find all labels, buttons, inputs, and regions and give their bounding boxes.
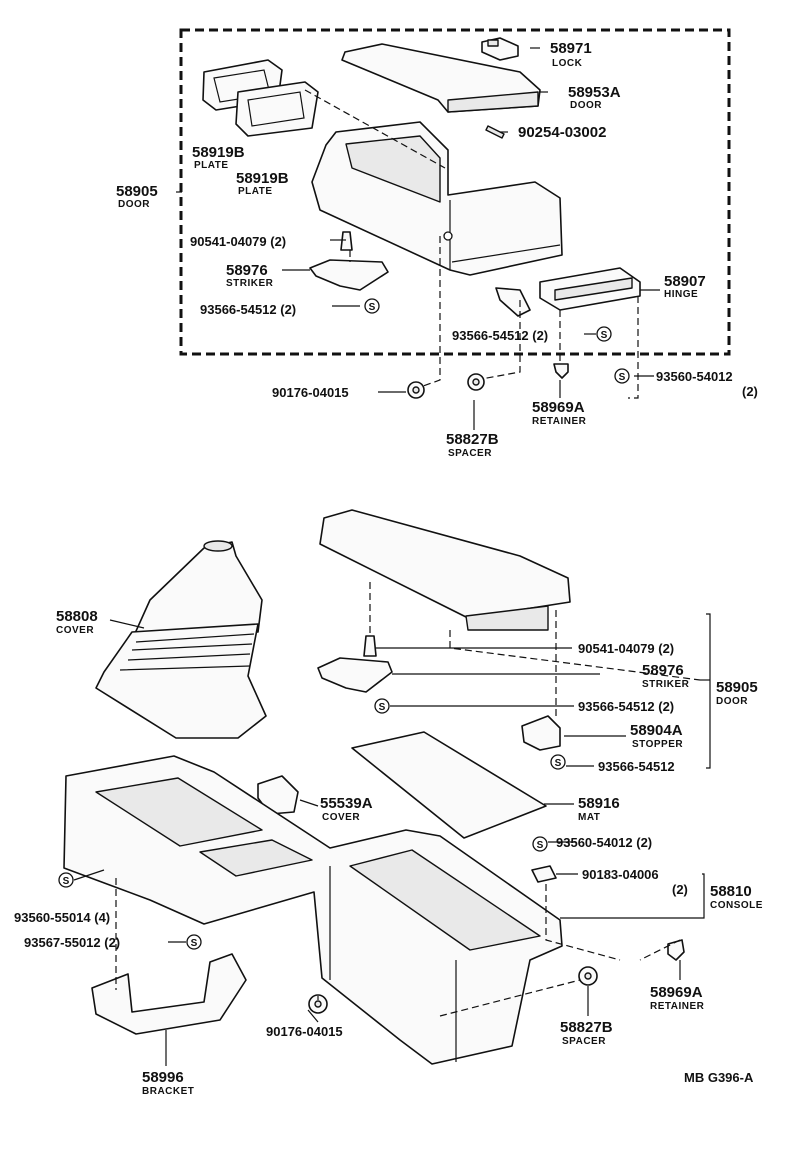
svg-text:S: S xyxy=(601,330,608,341)
callout-door-assy-bottom-name: DOOR xyxy=(716,696,748,707)
s-symbol-2: S xyxy=(596,326,612,342)
hinge-part xyxy=(495,267,641,317)
mat-part xyxy=(351,731,547,839)
armrest-lid xyxy=(319,509,571,631)
callout-lock-name: LOCK xyxy=(552,58,583,69)
callout-screw-stopper-number: 93566-54512 xyxy=(598,759,675,774)
callout-screw-striker-bottom-number: 93566-54512 (2) xyxy=(578,699,674,714)
callout-door-assy-top-name: DOOR xyxy=(118,199,150,210)
callout-screw-right-top-number: 93560-54012 xyxy=(656,369,733,384)
retainer-top xyxy=(553,363,569,379)
striker-bottom xyxy=(317,657,393,693)
callout-retainer-bottom-number: 58969A xyxy=(650,984,703,1001)
callout-hinge-name: HINGE xyxy=(664,289,698,300)
s-symbol-3: S xyxy=(614,368,630,384)
svg-text:S: S xyxy=(369,302,376,313)
callout-retainer-top-name: RETAINER xyxy=(532,416,587,427)
callout-bracket-name: BRACKET xyxy=(142,1086,194,1097)
callout-bracket-number: 58996 xyxy=(142,1069,184,1086)
callout-plate-b-number: 58919B xyxy=(236,170,289,187)
callout-nut-bottom-number: 90176-04015 xyxy=(266,1024,343,1039)
nut-top xyxy=(407,381,425,399)
pin-top xyxy=(340,231,353,251)
callout-door-assy-top-number: 58905 xyxy=(116,183,158,200)
s-symbol-7: S xyxy=(58,872,74,888)
callout-plate-b-name: PLATE xyxy=(238,186,273,197)
svg-text:S: S xyxy=(379,702,386,713)
callout-retainer-bottom-name: RETAINER xyxy=(650,1001,705,1012)
shift-boot xyxy=(95,540,267,739)
console-box-top xyxy=(311,121,563,276)
callout-mat-name: MAT xyxy=(578,812,600,823)
callout-clip-number: 90183-04006 xyxy=(582,867,659,882)
spacer-bottom xyxy=(578,966,598,986)
s-symbol-1: S xyxy=(364,298,380,314)
callout-spacer-bottom-name: SPACER xyxy=(562,1036,606,1047)
s-symbol-5: S xyxy=(550,754,566,770)
callout-console-name: CONSOLE xyxy=(710,900,763,911)
callout-pin-bottom-number: 90541-04079 (2) xyxy=(578,641,674,656)
callout-mat-number: 58916 xyxy=(578,795,620,812)
callout-clip-qty: (2) xyxy=(672,882,688,897)
console-body xyxy=(63,755,563,1065)
door-lid xyxy=(341,43,541,113)
callout-stopper-number: 58904A xyxy=(630,722,683,739)
screw-small xyxy=(485,125,505,139)
callout-screw-top-number: 90254-03002 xyxy=(518,124,606,141)
callout-nut-top-number: 90176-04015 xyxy=(272,385,349,400)
callout-door-top-number: 58953A xyxy=(568,84,621,101)
callout-striker-top-name: STRIKER xyxy=(226,278,274,289)
callout-screw-right-top-qty: (2) xyxy=(742,384,758,399)
svg-text:S: S xyxy=(63,876,70,887)
pin-bottom xyxy=(363,635,377,657)
nut-bottom xyxy=(308,994,328,1014)
callout-screw-hinge-number: 93566-54512 (2) xyxy=(452,328,548,343)
callout-screw-left-b-number: 93567-55012 (2) xyxy=(24,935,120,950)
callout-striker-bottom-number: 58976 xyxy=(642,662,684,679)
svg-text:S: S xyxy=(619,372,626,383)
callout-screw-striker-top-number: 93566-54512 (2) xyxy=(200,302,296,317)
callout-plate-a-name: PLATE xyxy=(194,160,229,171)
spacer-top xyxy=(467,373,485,391)
callout-plate-a-number: 58919B xyxy=(192,144,245,161)
retainer-bottom xyxy=(667,939,685,961)
callout-pin-top-number: 90541-04079 (2) xyxy=(190,234,286,249)
callout-spacer-bottom-number: 58827B xyxy=(560,1019,613,1036)
callout-stopper-name: STOPPER xyxy=(632,739,683,750)
callout-shift-cover-name: COVER xyxy=(56,625,94,636)
callout-spacer-top-name: SPACER xyxy=(448,448,492,459)
callout-switch-cover-name: COVER xyxy=(322,812,360,823)
striker-top xyxy=(309,259,389,291)
callout-console-number: 58810 xyxy=(710,883,752,900)
callout-striker-top-number: 58976 xyxy=(226,262,268,279)
callout-screw-mat-number: 93560-54012 (2) xyxy=(556,835,652,850)
plate-b xyxy=(235,81,319,137)
callout-shift-cover-number: 58808 xyxy=(56,608,98,625)
callout-switch-cover-number: 55539A xyxy=(320,795,373,812)
callout-retainer-top-number: 58969A xyxy=(532,399,585,416)
bracket-part xyxy=(91,953,247,1035)
callout-hinge-number: 58907 xyxy=(664,273,706,290)
switch-cover-part xyxy=(257,775,299,815)
stopper-part xyxy=(521,715,561,751)
callout-door-assy-bottom-number: 58905 xyxy=(716,679,758,696)
callout-striker-bottom-name: STRIKER xyxy=(642,679,690,690)
svg-text:S: S xyxy=(555,758,562,769)
diagram-code: MB G396-A xyxy=(684,1070,754,1085)
callout-door-top-name: DOOR xyxy=(570,100,602,111)
s-symbol-8: S xyxy=(186,934,202,950)
clip-part xyxy=(531,865,557,883)
callout-lock-number: 58971 xyxy=(550,40,592,57)
callout-screw-left-a-number: 93560-55014 (4) xyxy=(14,910,110,925)
s-symbol-4: S xyxy=(374,698,390,714)
s-symbol-6: S xyxy=(532,836,548,852)
callout-spacer-top-number: 58827B xyxy=(446,431,499,448)
lock-part xyxy=(481,37,519,61)
svg-text:S: S xyxy=(191,938,198,949)
svg-text:S: S xyxy=(537,840,544,851)
